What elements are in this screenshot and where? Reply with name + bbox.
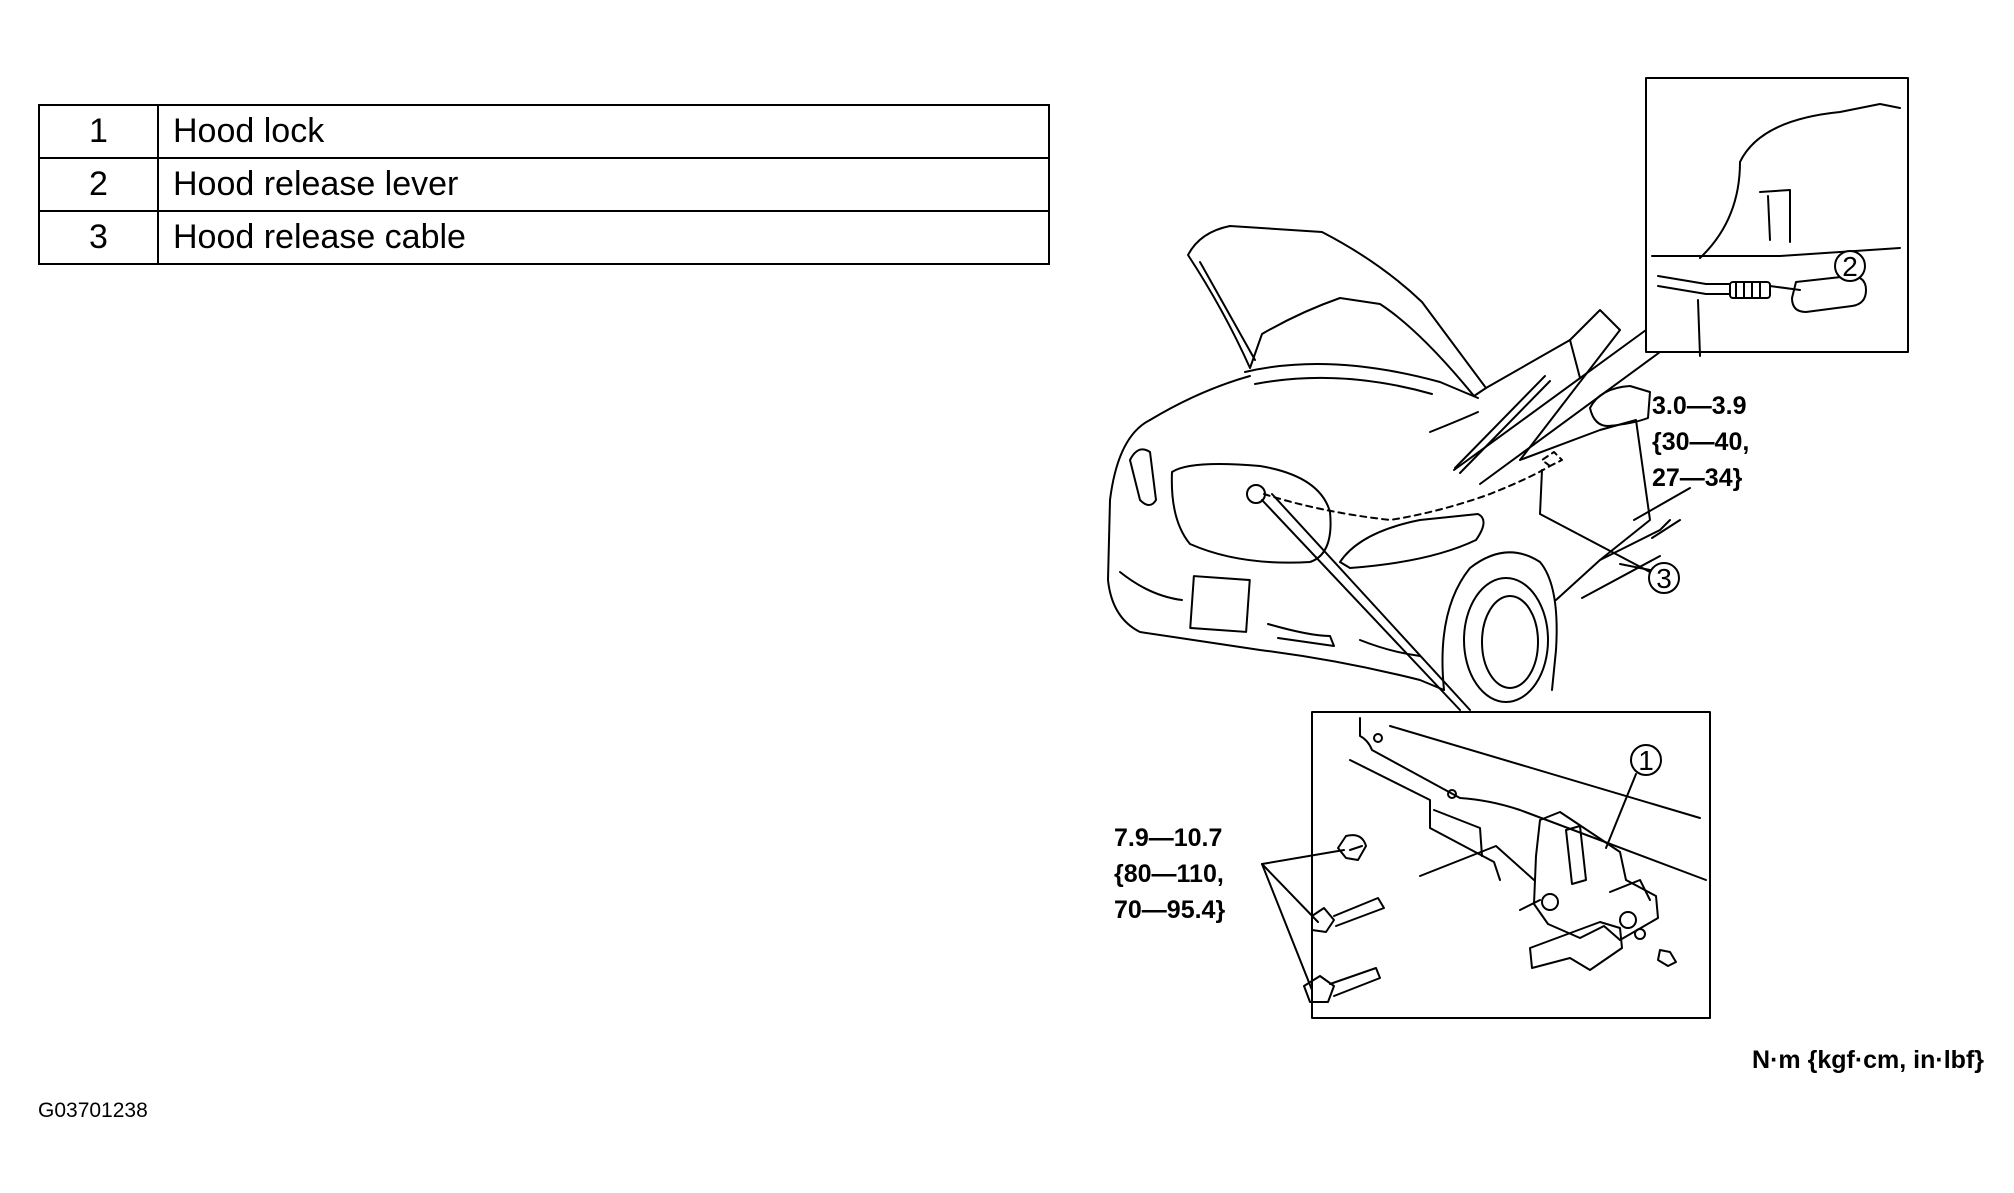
legend-label: Hood lock: [157, 104, 1050, 159]
lock-detail-box: [1261, 493, 1711, 1019]
hood-release-cable: [1263, 465, 1551, 521]
hood-release-lever-shape: [1791, 275, 1867, 313]
svg-text:7.9—10.7: 7.9—10.7: [1114, 824, 1222, 852]
parts-legend-table: 1 Hood lock 2 Hood release lever 3 Hood …: [38, 104, 1050, 265]
legend-row: 2 Hood release lever: [38, 157, 1050, 212]
open-hood-panel: [1187, 225, 1487, 397]
svg-text:27—34}: 27—34}: [1652, 464, 1743, 492]
lever-detail-box: [1453, 77, 1909, 485]
front-grille: [1170, 463, 1332, 564]
callout-1: 1: [1605, 744, 1662, 849]
legend-row: 3 Hood release cable: [38, 210, 1050, 265]
legend-number: 1: [38, 104, 159, 159]
torque-units-label: N·m {kgf·cm, in·lbf}: [1752, 1046, 1984, 1074]
svg-text:1: 1: [1638, 745, 1654, 776]
callout-3: 3: [1539, 469, 1680, 594]
legend-label: Hood release cable: [157, 210, 1050, 265]
side-mirror: [1589, 385, 1651, 427]
car-illustration: [1107, 225, 1691, 703]
svg-text:{80—110,: {80—110,: [1114, 860, 1224, 888]
figure-id: G03701238: [38, 1099, 148, 1122]
legend-row: 1 Hood lock: [38, 104, 1050, 159]
torque-spec-lock: 7.9—10.7 {80—110, 70—95.4}: [1114, 824, 1225, 924]
svg-text:{30—40,: {30—40,: [1652, 428, 1749, 456]
legend-number: 2: [38, 157, 159, 212]
svg-text:2: 2: [1842, 251, 1858, 282]
svg-text:3: 3: [1656, 563, 1672, 594]
bolt-set: [1303, 834, 1385, 1003]
svg-text:3.0—3.9: 3.0—3.9: [1652, 392, 1747, 420]
legend-number: 3: [38, 210, 159, 265]
callout-2: 2: [1834, 250, 1866, 282]
license-plate: [1189, 575, 1251, 633]
front-wheel: [1463, 577, 1549, 703]
svg-text:70—95.4}: 70—95.4}: [1114, 896, 1225, 924]
hood-lock-assembly: [1533, 811, 1659, 941]
legend-label: Hood release lever: [157, 157, 1050, 212]
torque-spec-lever: 3.0—3.9 {30—40, 27—34}: [1652, 392, 1749, 492]
